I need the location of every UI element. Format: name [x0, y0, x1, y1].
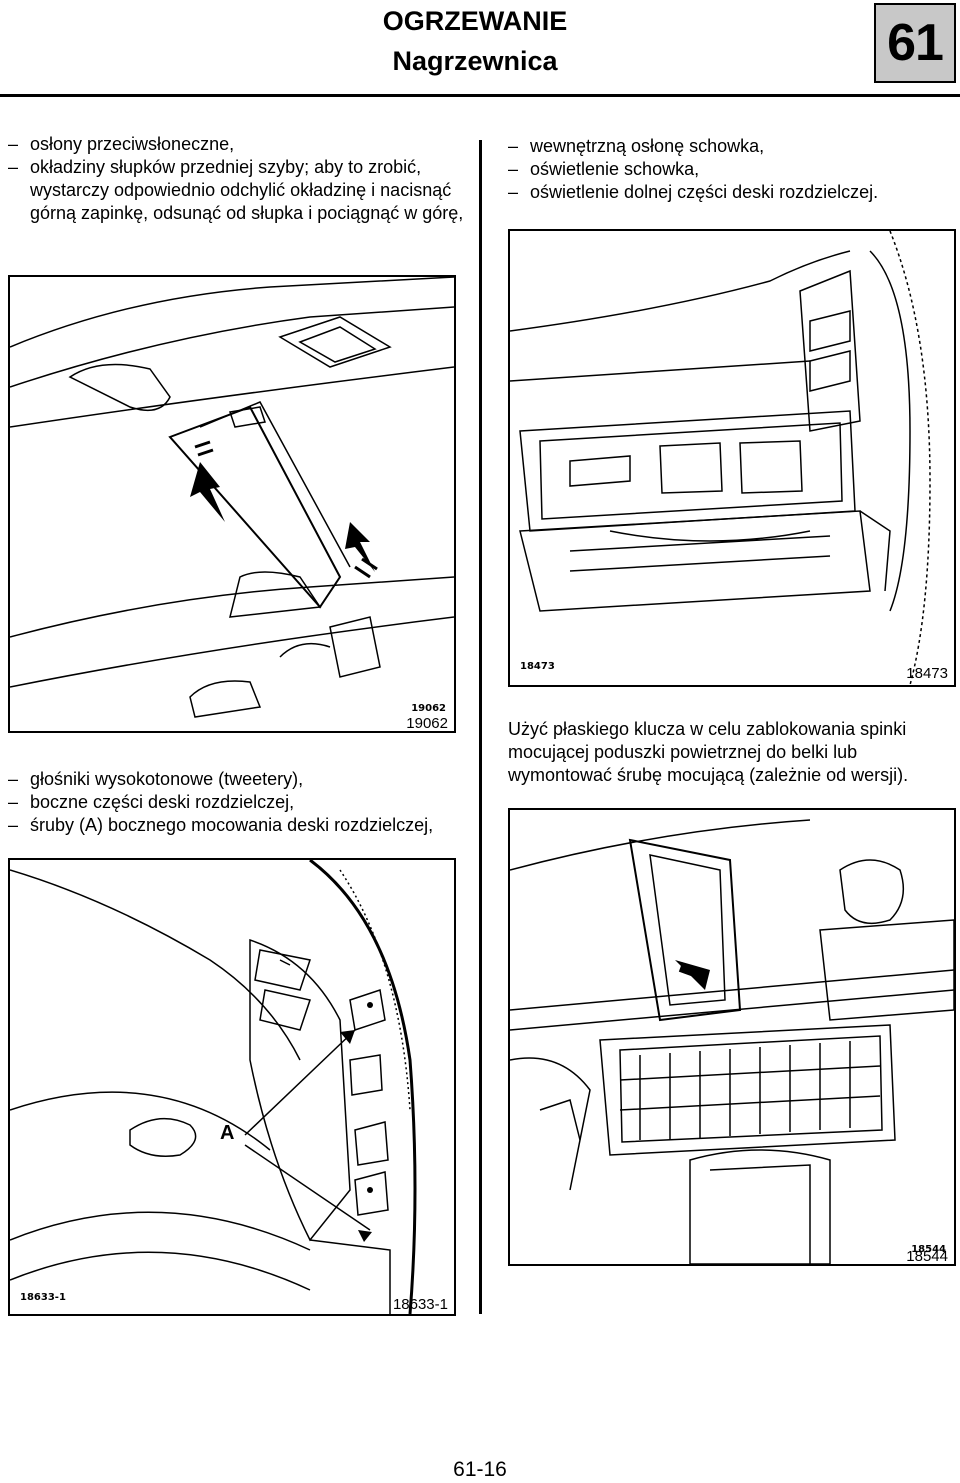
- list-item: okładziny słupków przedniej szyby; aby t…: [8, 156, 468, 225]
- right-top-list: wewnętrzną osłonę schowka, oświetlenie s…: [508, 135, 948, 204]
- figure-code: 18473: [520, 661, 555, 672]
- figure-dashboard-side: A 18633-1 18633-1: [8, 858, 456, 1316]
- list-item: oświetlenie schowka,: [508, 158, 948, 181]
- figure-code: 18633-1: [20, 1292, 66, 1303]
- page-number: 61-16: [453, 1458, 507, 1481]
- figure-number: 18473: [906, 665, 948, 682]
- list-item: wewnętrzną osłonę schowka,: [508, 135, 948, 158]
- figure-airbag-beam: 18544 18544: [508, 808, 956, 1266]
- list-item: oświetlenie dolnej części deski rozdziel…: [508, 181, 948, 204]
- list-item: głośniki wysokotonowe (tweetery),: [8, 768, 468, 791]
- pillar-trim-drawing: [10, 277, 454, 718]
- list-item: śruby (A) bocznego mocowania deski rozdz…: [8, 814, 468, 837]
- list-item: osłony przeciwsłoneczne,: [8, 133, 468, 156]
- left-bottom-list: głośniki wysokotonowe (tweetery), boczne…: [8, 768, 468, 837]
- figure-code: 19062: [411, 703, 446, 714]
- column-divider: [479, 140, 482, 1314]
- figure-number: 18544: [906, 1248, 948, 1265]
- dashboard-side-drawing: [10, 860, 417, 1314]
- list-item: boczne części deski rozdzielczej,: [8, 791, 468, 814]
- left-top-list: osłony przeciwsłoneczne, okładziny słupk…: [8, 133, 468, 225]
- callout-a-label: A: [220, 1122, 235, 1144]
- airbag-instruction: Użyć płaskiego klucza w celu zablokowani…: [508, 719, 909, 785]
- header-rule: [0, 94, 960, 97]
- figure-pillar-trim: 19062 19062: [8, 275, 456, 733]
- page-subtitle: Nagrzewnica: [392, 46, 558, 76]
- figure-number: 19062: [406, 715, 448, 732]
- airbag-beam-drawing: [510, 819, 954, 1264]
- figure-code: 18544: [911, 1244, 946, 1255]
- glovebox-drawing: [510, 231, 931, 685]
- figure-glovebox: 18473 18473: [508, 229, 956, 687]
- page-title: OGRZEWANIE: [382, 6, 568, 36]
- chapter-number-box: 61: [874, 3, 956, 83]
- figure-number: 18633-1: [392, 1296, 448, 1313]
